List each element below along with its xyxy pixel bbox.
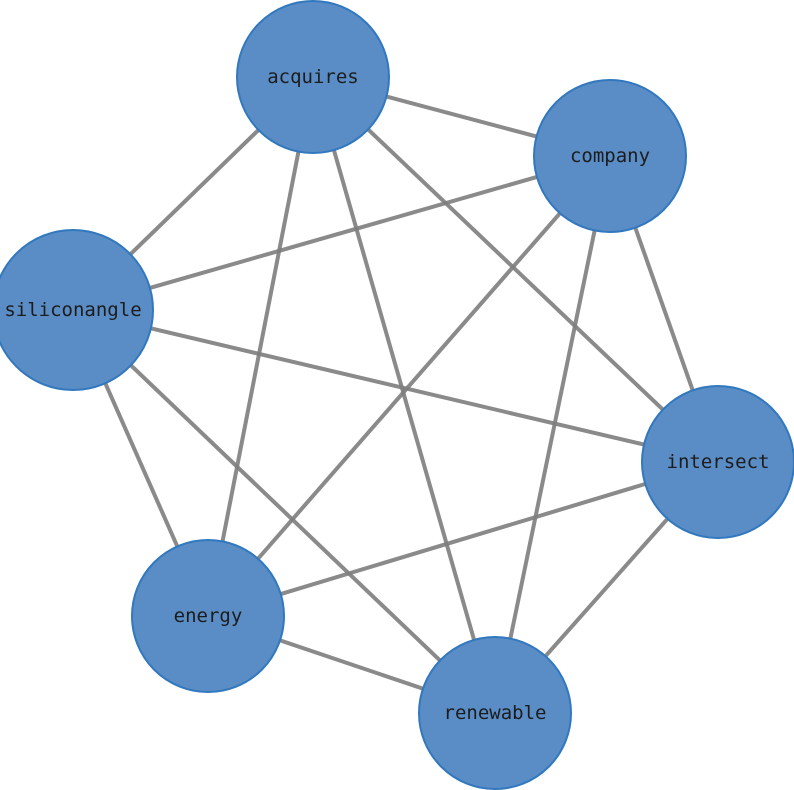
node-label-energy: energy xyxy=(174,605,243,627)
node-renewable xyxy=(418,636,572,790)
node-label-intersect: intersect xyxy=(667,451,770,473)
edge-siliconangle-renewable xyxy=(71,308,497,715)
node-label-siliconangle: siliconangle xyxy=(4,299,141,321)
node-acquires xyxy=(236,0,390,154)
node-label-renewable: renewable xyxy=(444,702,547,724)
node-siliconangle xyxy=(0,229,154,391)
node-label-company: company xyxy=(570,145,650,167)
edge-company-siliconangle xyxy=(72,154,611,312)
node-company xyxy=(533,79,687,233)
node-label-acquires: acquires xyxy=(267,66,359,88)
labels-layer: acquires company siliconangle intersect ener… xyxy=(4,66,769,724)
edge-acquires-renewable xyxy=(311,76,497,714)
edge-siliconangle-intersect xyxy=(72,308,719,464)
edge-company-renewable xyxy=(493,155,612,714)
edge-acquires-energy xyxy=(206,76,315,617)
node-intersect xyxy=(641,385,794,539)
node-energy xyxy=(131,539,285,693)
edge-intersect-energy xyxy=(207,460,719,618)
edge-acquires-intersect xyxy=(311,75,720,464)
edge-company-energy xyxy=(206,154,612,618)
